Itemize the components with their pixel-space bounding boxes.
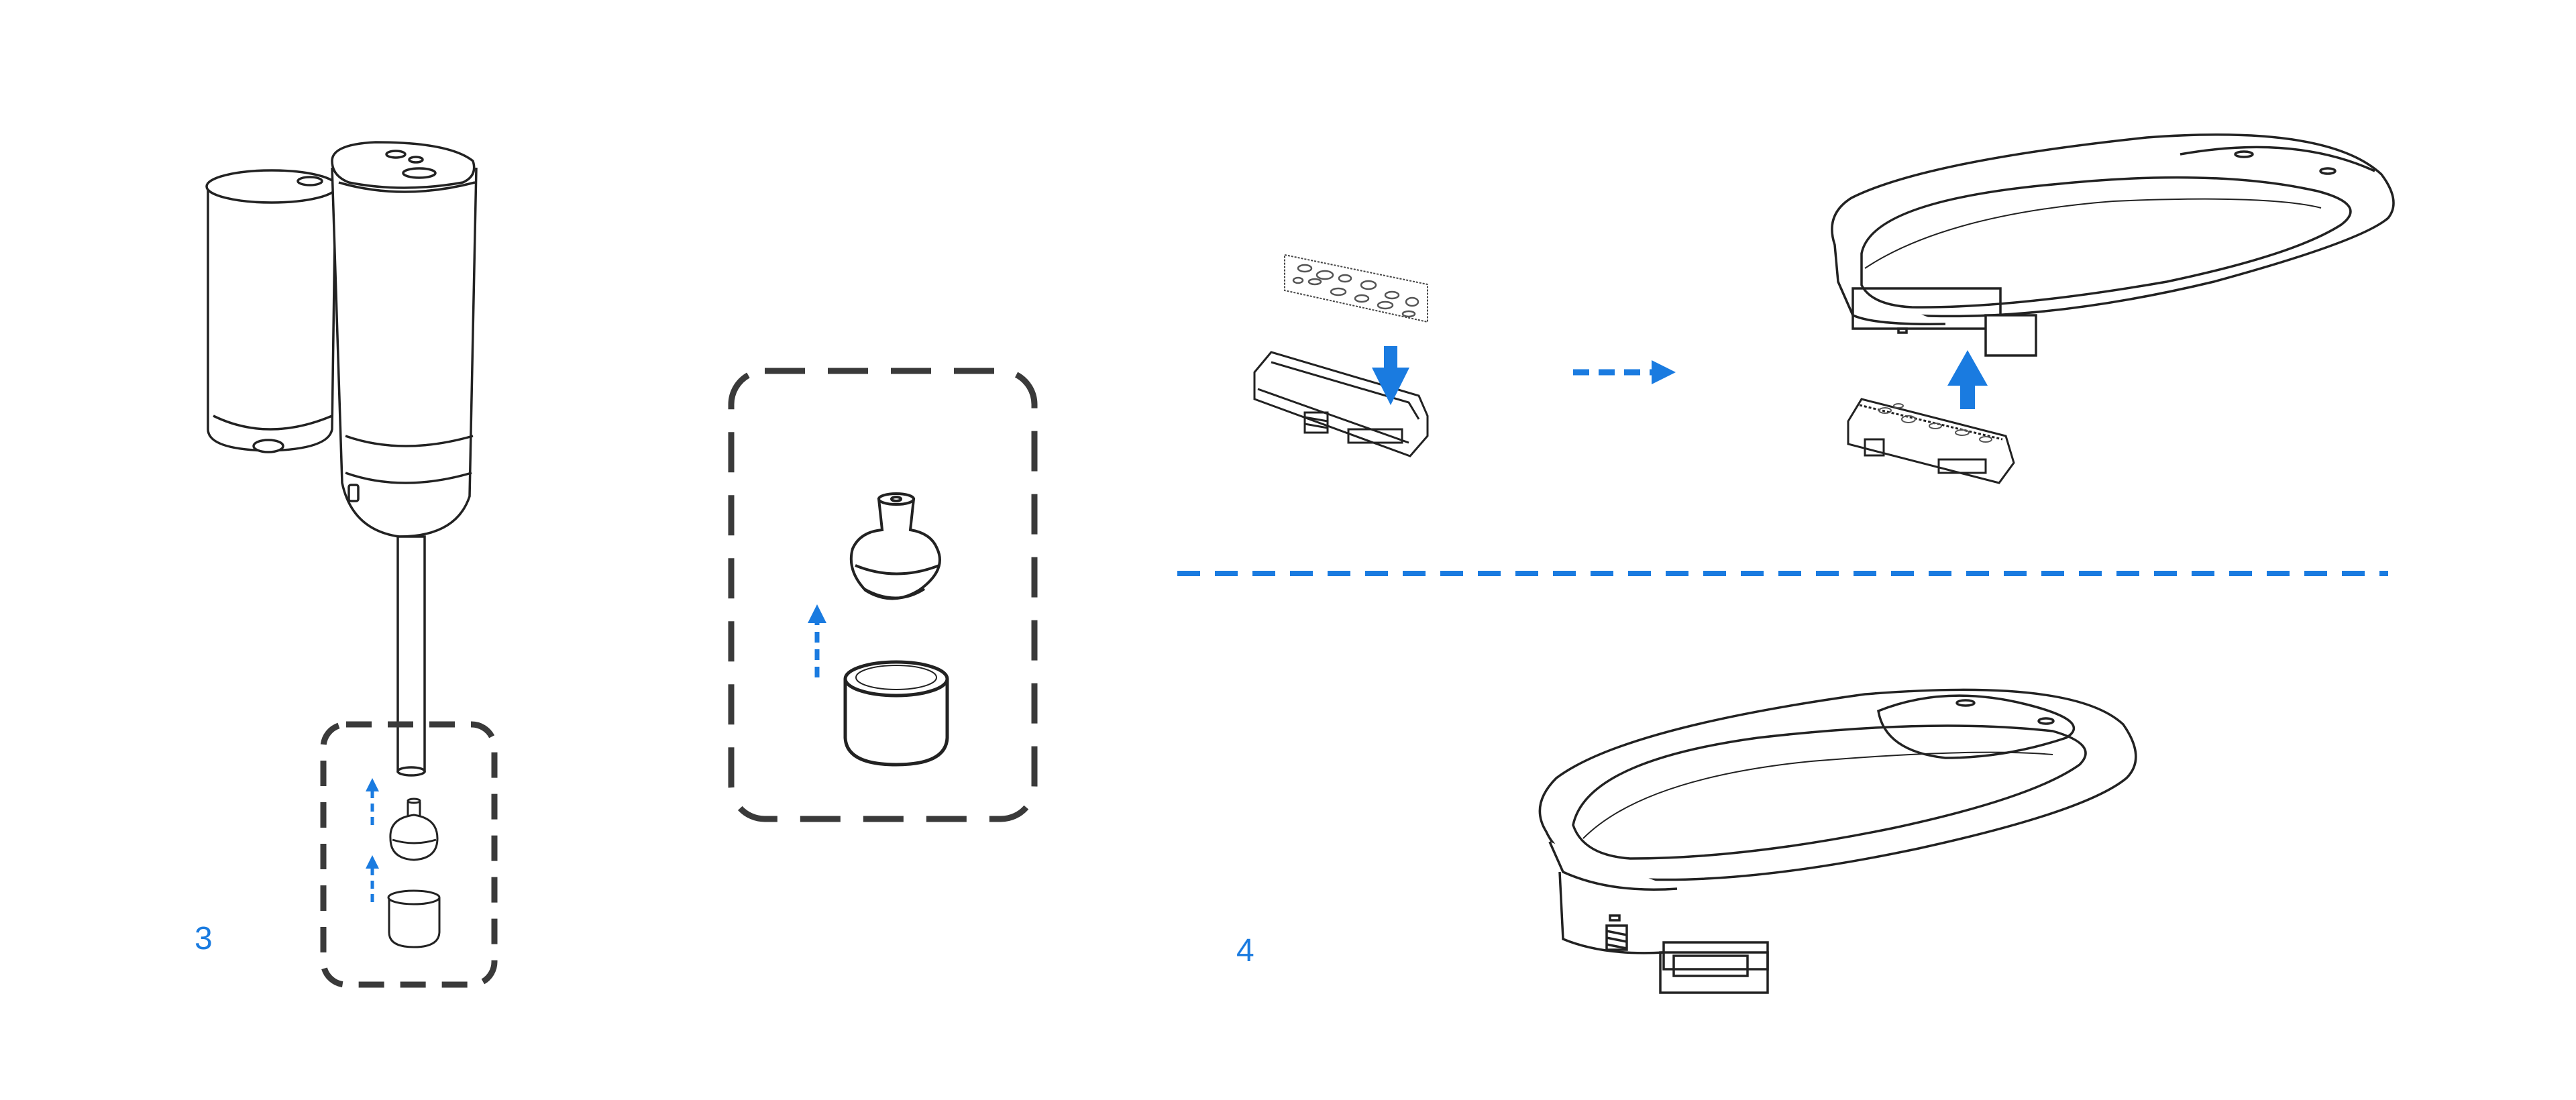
water-basin-top	[1831, 133, 2395, 357]
pump-main-body	[331, 141, 478, 538]
filter-tray-filled	[1847, 398, 2015, 484]
float-small	[389, 798, 439, 861]
water-basin-bottom	[1538, 688, 2137, 994]
float-large	[849, 492, 941, 600]
detail-dashed-box-small	[320, 721, 498, 988]
step-number-4: 4	[1236, 933, 1254, 969]
filter-sponge	[1284, 254, 1428, 323]
pump-assembly	[205, 141, 478, 777]
arrow-down-insert	[1372, 346, 1409, 405]
cap-small	[387, 889, 441, 948]
pump-pipe	[396, 535, 426, 777]
pump-motor-cylinder	[205, 169, 338, 453]
detail-dashed-box-large	[728, 368, 1038, 822]
step-number-3: 3	[195, 921, 213, 956]
filter-tray	[1253, 351, 1429, 457]
arrow-up-insert	[1947, 350, 1988, 409]
cap-large	[843, 660, 949, 767]
